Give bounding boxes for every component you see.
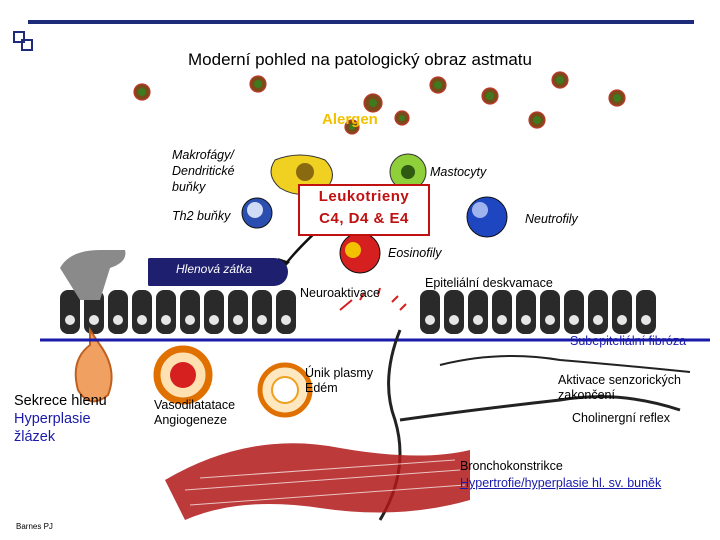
header-bar (28, 20, 694, 24)
vasodilatation-line-1: Vasodilatatace (154, 398, 236, 412)
vasodilatation-label: Vasodilatatace Angiogeneze (154, 398, 235, 428)
cholinergic-nerve (399, 395, 681, 422)
sensory-activation-label: Aktivace senzorických zakončení (558, 373, 681, 403)
header-square-1 (13, 31, 25, 43)
credit-text: Barnes PJ (16, 522, 53, 531)
smooth-muscle-band (165, 443, 470, 520)
th2-cell-nucleus (247, 202, 263, 218)
bronchoconstriction-line-1: Bronchokonstrikce (460, 459, 563, 473)
gland-duct (74, 326, 113, 403)
header-square-2 (21, 39, 33, 51)
neuroactivation-label: Neuroaktivace (300, 286, 380, 300)
plasma-leak-line-2: Edém (305, 381, 338, 395)
cholinergic-reflex-label: Cholinergní reflex (572, 411, 670, 425)
mucus-gland (60, 250, 126, 300)
macrophage-label-line-2: Dendritické (172, 164, 235, 178)
epithelium-nuclei (65, 315, 651, 325)
smooth-muscle-fibers (184, 459, 466, 506)
leukotrienes-box: Leukotrieny C4, D4 & E4 (298, 184, 430, 236)
bronchoconstriction-line-2: Hypertrofie/hyperplasie hl. sv. buněk (460, 476, 662, 490)
blood-vessel-2-lumen (271, 376, 299, 404)
eosinophil-nucleus (345, 242, 361, 258)
macrophage-label-line-3: buňky (172, 180, 206, 194)
mucus-hypersecretion-line-1: Sekrece hlenu (14, 393, 107, 409)
th2-label: Th2 buňky (172, 209, 231, 223)
neutrophil-label: Neutrofily (525, 212, 578, 226)
mucus-hypersecretion-line-3: žlázek (14, 429, 56, 445)
sensory-activation-line-2: zakončení (558, 388, 615, 402)
allergen-particles (133, 71, 626, 135)
allergen-particle-cores (138, 76, 621, 130)
eosinophil-label: Eosinofily (388, 246, 442, 260)
mucus-plug-shape (148, 258, 288, 286)
plasma-leak-label: Únik plasmy Edém (305, 366, 373, 396)
leukotrienes-line-2: C4, D4 & E4 (319, 210, 409, 227)
bronchoconstriction-label: Bronchokonstrikce Hypertrofie/hyperplasi… (460, 458, 661, 492)
neutrophil-nucleus (472, 202, 488, 218)
subepithelial-fibrosis-label: Subepiteliální fibróza (570, 334, 687, 348)
neuroactivation-dashes (339, 287, 407, 311)
sensory-activation-line-1: Aktivace senzorických (558, 373, 681, 387)
allergen-label: Alergen (322, 111, 378, 128)
page-title: Moderní pohled na patologický obraz astm… (188, 50, 532, 69)
mucus-hypersecretion-label: Sekrece hlenu Hyperplasie žlázek (14, 392, 107, 446)
neutrophil-cell (466, 196, 508, 238)
plasma-leak-line-1: Únik plasmy (305, 366, 374, 380)
mucus-plug-label: Hlenová zátka (176, 262, 253, 276)
vasodilatation-line-2: Angiogeneze (154, 413, 227, 427)
epithelium-cells (60, 290, 656, 334)
macrophage-label-line-1: Makrofágy/ (172, 148, 234, 162)
macrophage-label: Makrofágy/ Dendritické buňky (172, 147, 235, 195)
macrophage-nucleus (296, 163, 314, 181)
epithelial-shedding-label: Epiteliální deskvamace (425, 276, 553, 290)
leukotrienes-line-1: Leukotrieny (318, 188, 410, 205)
mast-cell-label: Mastocyty (430, 165, 487, 179)
mucus-hypersecretion-line-2: Hyperplasie (14, 411, 91, 427)
blood-vessel-1-lumen (170, 362, 196, 388)
mast-cell-nucleus (401, 165, 415, 179)
afferent-fiber (439, 355, 691, 373)
